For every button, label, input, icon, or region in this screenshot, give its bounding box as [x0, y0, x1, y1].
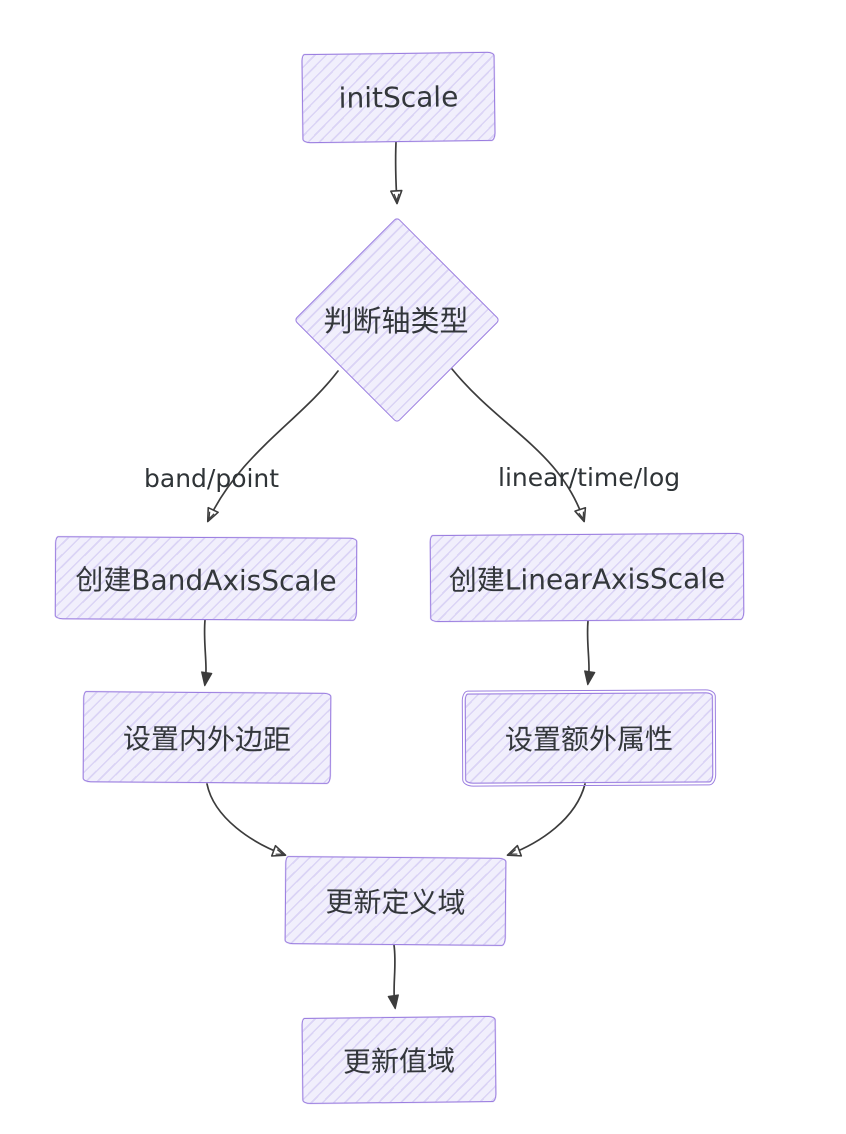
- node-set-inner-outer-padding[interactable]: 设置内外边距: [82, 691, 332, 784]
- edge-decision-to-create-band[interactable]: [206, 370, 339, 523]
- node-set-extra-properties[interactable]: 设置额外属性: [461, 688, 717, 788]
- edge-set-padding-to-update-domain[interactable]: [206, 783, 287, 857]
- node-update-domain[interactable]: 更新定义域: [284, 856, 507, 946]
- node-update-range-label: 更新值域: [342, 1044, 456, 1079]
- edge-decision-to-create-linear[interactable]: [451, 368, 587, 523]
- node-set-extra-properties-label: 设置额外属性: [504, 722, 674, 757]
- node-create-band-axis-scale-label: 创建BandAxisScale: [75, 562, 337, 598]
- node-create-linear-axis-scale[interactable]: 创建LinearAxisScale: [429, 532, 745, 623]
- edge-update-domain-to-update-range[interactable]: [387, 944, 399, 1010]
- node-set-inner-outer-padding-label: 设置内外边距: [122, 721, 292, 757]
- edge-label-linear-time-log[interactable]: linear/time/log: [498, 463, 681, 492]
- node-initscale-label: initScale: [338, 80, 459, 115]
- edge-create-linear-to-set-extra[interactable]: [584, 620, 596, 686]
- edge-create-band-to-set-padding[interactable]: [201, 619, 213, 687]
- edge-set-extra-to-update-domain[interactable]: [506, 783, 586, 857]
- node-decision-axis-type-label: 判断轴类型: [323, 304, 469, 338]
- node-create-band-axis-scale[interactable]: 创建BandAxisScale: [54, 536, 358, 621]
- edge-init-to-decision[interactable]: [390, 141, 403, 205]
- node-update-range[interactable]: 更新值域: [301, 1015, 497, 1105]
- edge-label-band-point[interactable]: band/point: [144, 464, 280, 493]
- node-create-linear-axis-scale-label: 创建LinearAxisScale: [448, 561, 726, 597]
- node-initscale[interactable]: initScale: [301, 51, 496, 144]
- node-update-domain-label: 更新定义域: [325, 885, 466, 920]
